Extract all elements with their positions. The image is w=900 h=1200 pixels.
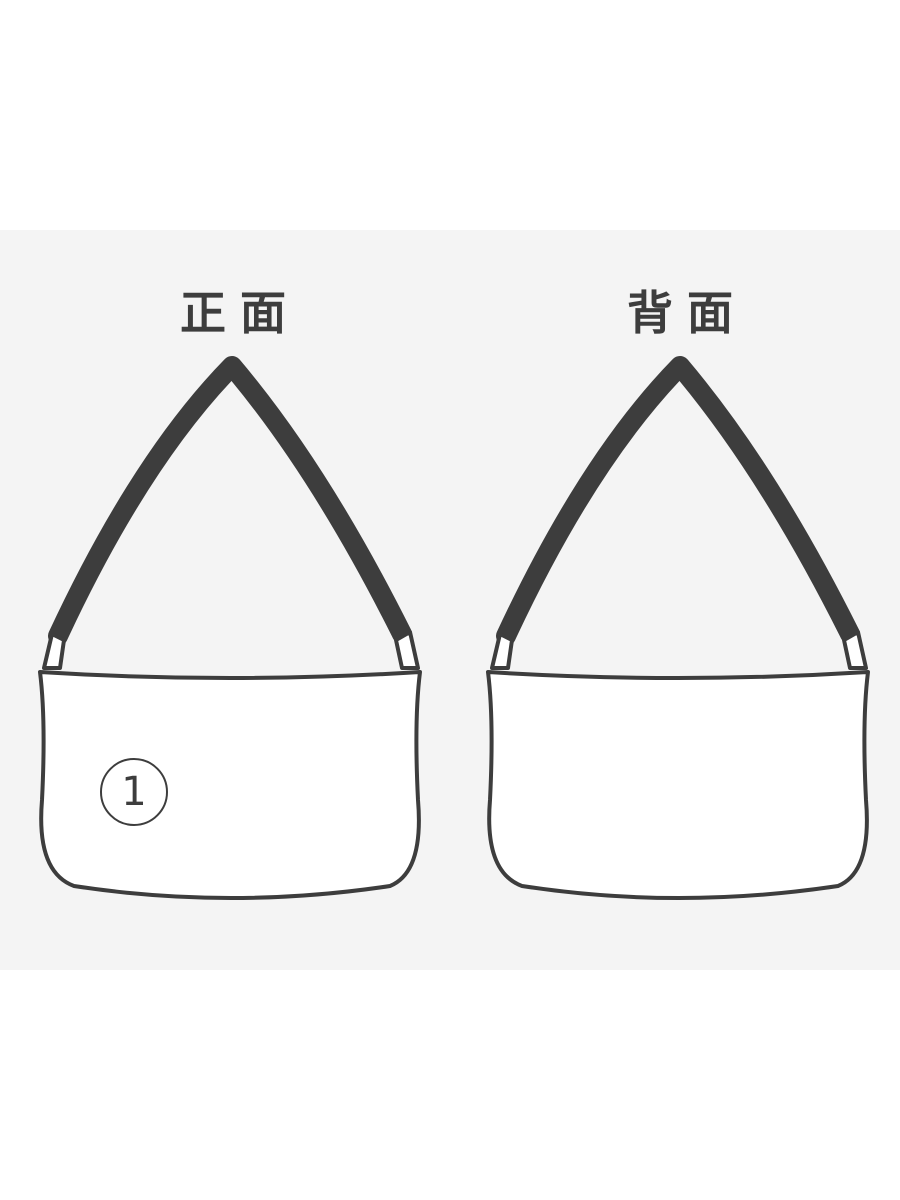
front-view-label: 正面 (180, 286, 300, 340)
front-left-ring-icon (42, 632, 66, 670)
back-strap (496, 356, 860, 646)
front-right-ring-icon (394, 630, 420, 670)
back-left-ring-icon (490, 632, 514, 670)
front-strap (48, 356, 412, 646)
back-view-label: 背面 (627, 286, 747, 340)
front-bag-body (38, 670, 422, 900)
back-right-ring-icon (842, 630, 868, 670)
front-pocket-marker: 1 (100, 758, 168, 826)
back-bag-body (486, 670, 870, 900)
